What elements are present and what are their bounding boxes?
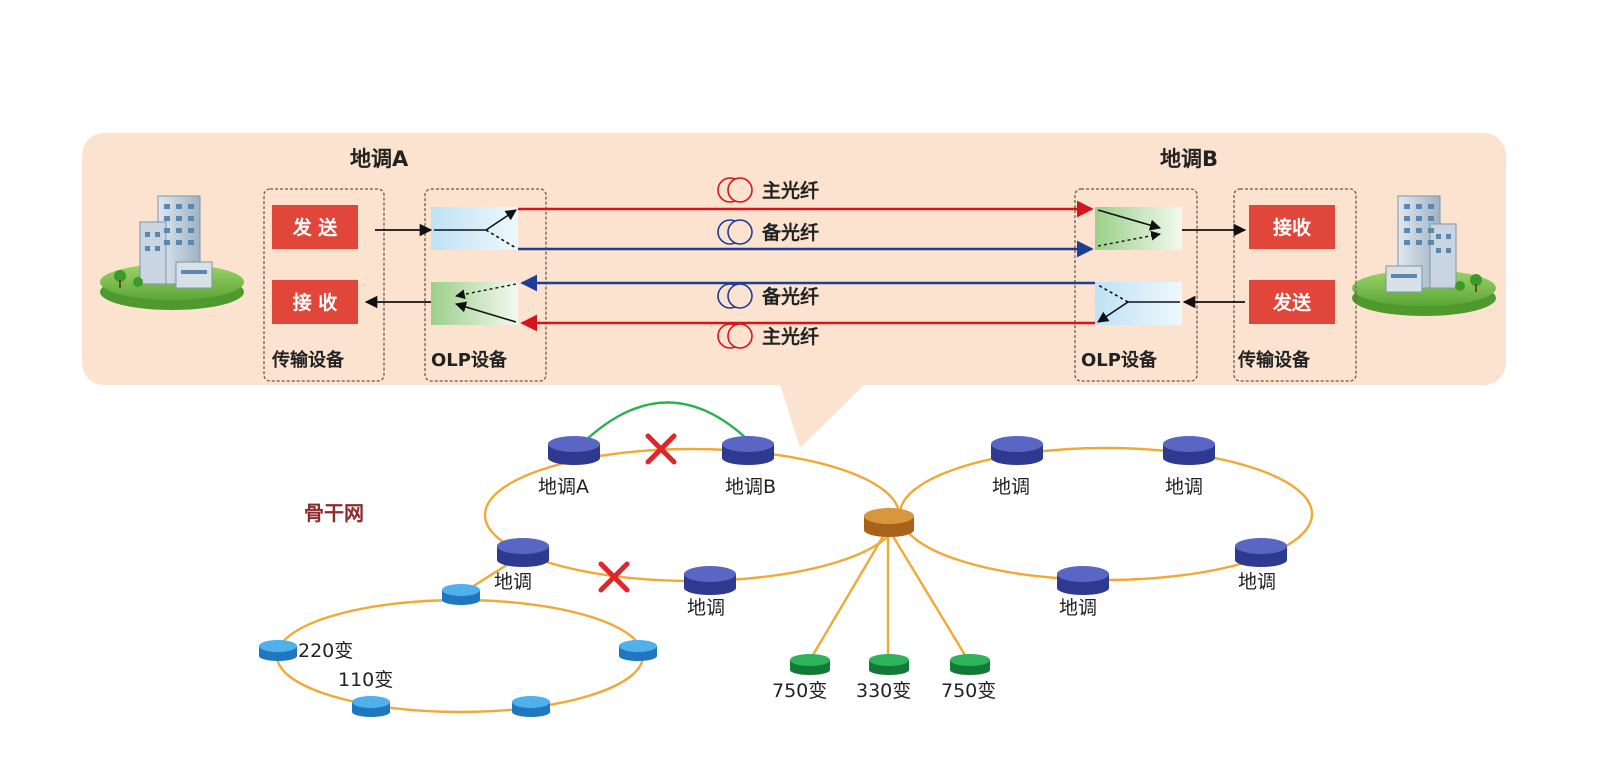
a-transport-label: 传输设备 (271, 349, 345, 371)
node-dispatch-r4 (1235, 538, 1287, 567)
right-ring-node-3-label: 地调 (1059, 597, 1097, 619)
hub-node (864, 508, 914, 537)
node-dispatch-bottom (684, 566, 736, 595)
substation-node (512, 696, 550, 717)
sub-750-left-label: 750变 (772, 680, 827, 702)
optical-switch-icon (1095, 207, 1182, 250)
b-receive-box (1249, 205, 1335, 249)
site-b-title: 地调B (1160, 147, 1218, 171)
substation-node (352, 696, 390, 717)
b-receive-label: 接收 (1273, 216, 1311, 239)
left-ring-node-bottom-label: 地调 (687, 597, 725, 619)
hub-spokes (808, 527, 970, 661)
a-receive-label: 接 收 (293, 291, 338, 314)
fiber-coil-icon (717, 177, 753, 203)
optical-switch-icon (1095, 282, 1182, 325)
sub-220-label: 220变 (298, 640, 353, 662)
a-olp-label: OLP设备 (431, 349, 508, 371)
node-b-label: 地调B (725, 476, 776, 498)
sub-110-label: 110变 (338, 669, 393, 691)
bypass-link (585, 401, 749, 441)
site-a-title: 地调A (350, 147, 409, 171)
substation-330-node (869, 654, 909, 675)
node-a-label: 地调A (538, 476, 589, 498)
optical-switch-icon (431, 207, 518, 250)
fiber-main-label-1: 主光纤 (762, 179, 819, 202)
a-send-label: 发 送 (292, 216, 339, 239)
optical-switch-icon (431, 282, 518, 325)
substation-node (259, 640, 297, 661)
substation-node (619, 640, 657, 661)
building-icon (1352, 195, 1496, 316)
node-dispatch-r2 (1163, 436, 1215, 465)
fiber-coil-icon (717, 283, 753, 309)
node-dispatch-b (722, 436, 774, 465)
fiber-backup-label-2: 备光纤 (761, 285, 819, 308)
substation-node (442, 584, 480, 605)
b-transport-label: 传输设备 (1237, 349, 1311, 371)
backbone-label: 骨干网 (304, 501, 364, 525)
b-olp-label: OLP设备 (1081, 349, 1158, 371)
sub-330-label: 330变 (856, 680, 911, 702)
cross-icon (598, 561, 630, 593)
substation-750-right-node (950, 654, 990, 675)
left-ring-node-left-label: 地调 (494, 571, 532, 593)
b-send-box (1249, 280, 1335, 324)
transport-box-b (1233, 188, 1357, 382)
building-icon (100, 195, 244, 310)
callout-pointer (780, 384, 865, 448)
fiber-coil-icon (717, 323, 753, 349)
right-ring-node-1-label: 地调 (992, 476, 1030, 498)
a-receive-box (272, 280, 358, 324)
b-send-label: 发送 (1272, 291, 1312, 314)
fiber-coil-icon (717, 219, 753, 245)
node-dispatch-a (548, 436, 600, 465)
olp-box-b (1074, 188, 1198, 382)
sub-750-right-label: 750变 (941, 680, 996, 702)
olp-box-a (424, 188, 547, 382)
node-dispatch-r1 (991, 436, 1043, 465)
fiber-backup-label-1: 备光纤 (761, 221, 819, 244)
right-ring-node-2-label: 地调 (1165, 476, 1203, 498)
a-send-box (272, 205, 358, 249)
substation-750-left-node (790, 654, 830, 675)
node-dispatch-left (497, 538, 549, 567)
fiber-main-label-2: 主光纤 (762, 325, 819, 348)
right-ring-node-4-label: 地调 (1238, 571, 1276, 593)
transport-box-a (263, 188, 385, 382)
cross-icon (645, 433, 677, 465)
node-dispatch-r3 (1057, 566, 1109, 595)
